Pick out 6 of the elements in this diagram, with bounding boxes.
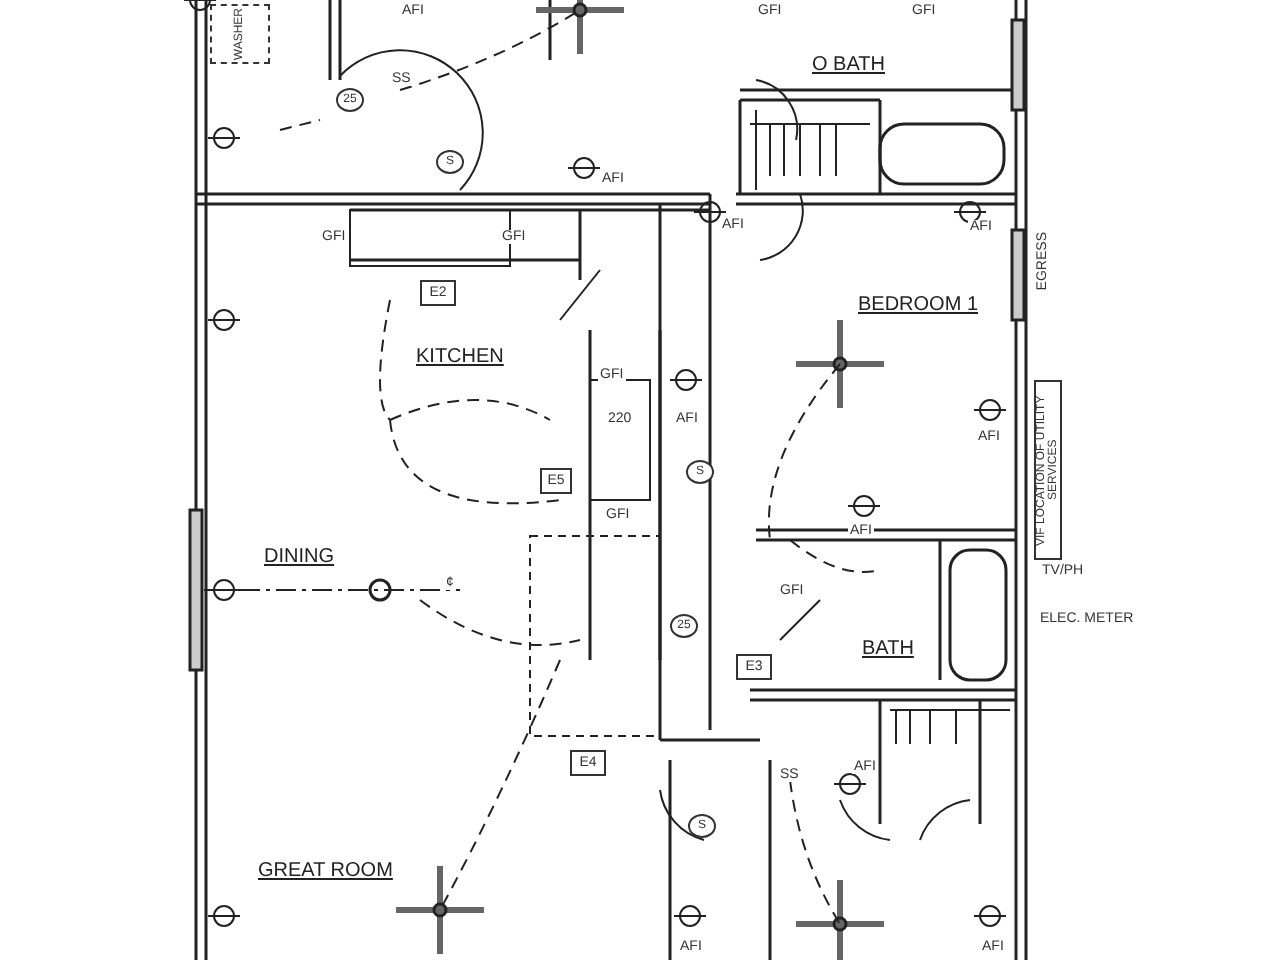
room-name: BEDROOM 1 xyxy=(856,296,981,316)
room-name: DINING xyxy=(262,548,336,568)
room-name: BATH xyxy=(860,640,916,660)
room-name: KITCHEN xyxy=(414,348,506,368)
room-name: O BATH xyxy=(810,56,887,76)
room-name: GREAT ROOM xyxy=(256,862,395,882)
